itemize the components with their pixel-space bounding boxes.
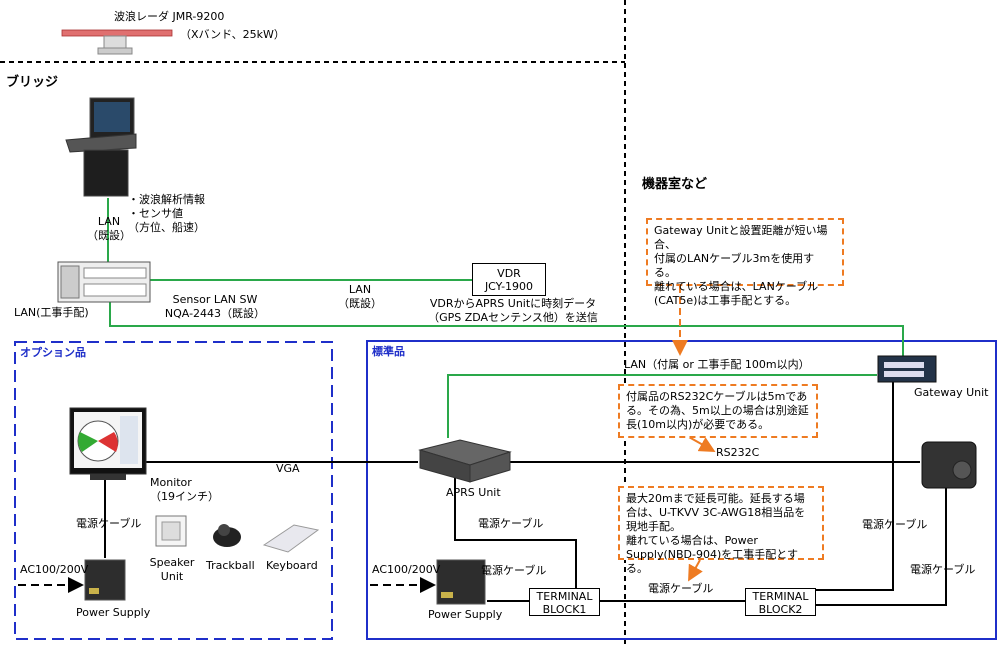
speaker-device <box>155 515 187 547</box>
zone-option: オプション品 <box>20 346 86 359</box>
vdr-box: VDR JCY-1900 <box>472 263 546 296</box>
option-ac-label: AC100/200V <box>20 563 89 576</box>
speaker-label: Speaker Unit <box>149 556 195 583</box>
standard-ps-label: Power Supply <box>428 608 503 621</box>
gateway-device <box>877 355 937 383</box>
aprs-power-cable-label: 電源ケーブル <box>478 517 544 530</box>
keyboard-label: Keyboard <box>266 559 318 572</box>
trackball-label: Trackball <box>206 559 255 572</box>
aprs-power-cable <box>454 478 577 589</box>
monitor-device <box>69 407 147 480</box>
tb2-gateway-cable <box>816 382 894 591</box>
tb-power-cable-label: 電源ケーブル <box>648 582 714 595</box>
rs232c-label: RS232C <box>716 446 760 459</box>
terminal-block-1: TERMINAL BLOCK1 <box>529 588 600 616</box>
zone-standard: 標準品 <box>372 345 405 358</box>
radar-spec: （Xバンド、25kW） <box>180 28 285 41</box>
trackball-device <box>213 524 241 547</box>
zone-machine-room: 機器室など <box>642 177 708 192</box>
console-info: ・波浪解析情報 ・センサ値 （方位、船速） <box>128 193 205 234</box>
standard-lan-label: LAN（付属 or 工事手配 100m以内） <box>624 358 810 371</box>
sensor-lan-switch <box>57 261 151 303</box>
option-power-supply <box>84 559 126 601</box>
vga-label: VGA <box>276 462 300 475</box>
lan-work-label: LAN(工事手配) <box>14 306 89 319</box>
lan-line-aprs-gateway <box>447 374 877 438</box>
aprs-unit-device <box>418 439 512 483</box>
sensor-box-device <box>921 441 977 489</box>
option-power-cable-label: 電源ケーブル <box>76 517 142 530</box>
power-note-arrow <box>688 559 703 582</box>
vdr-note: VDRからAPRS Unitに時刻データ （GPS ZDAセンテンス他）を送信 <box>428 297 598 324</box>
radar-antenna <box>61 29 173 55</box>
standard-power-supply <box>436 559 486 605</box>
monitor-label: Monitor （19インチ） <box>150 476 219 503</box>
terminal-block-2: TERMINAL BLOCK2 <box>745 588 816 616</box>
switch-name: Sensor LAN SW NQA-2443（既設） <box>164 293 266 320</box>
option-ps-label: Power Supply <box>76 606 151 619</box>
keyboard-device <box>262 524 320 553</box>
lan-vdr-label: LAN （既設） <box>338 283 382 310</box>
gateway-note: Gateway Unitと設置距離が短い場合、 付属のLANケーブル3mを使用す… <box>646 218 844 307</box>
gw-power-cable-label: 電源ケーブル <box>862 518 928 531</box>
radar-name: 波浪レーダ JMR-9200 <box>114 10 225 23</box>
ps-power-cable-label: 電源ケーブル <box>481 564 547 577</box>
gateway-label: Gateway Unit <box>914 386 989 399</box>
rs232-note: 付属品のRS232Cケーブルは5mであ る。その為、5m以上の場合は別途延 長(… <box>618 384 818 438</box>
sensor-power-cable-label: 電源ケーブル <box>910 563 976 576</box>
power-note: 最大20mまで延長可能。延長する場 合は、U-TKVV 3C-AWG18相当品を… <box>618 486 824 575</box>
bridge-console <box>65 97 137 197</box>
standard-ac-label: AC100/200V <box>372 563 441 576</box>
tb2-sensor-cable <box>816 488 947 606</box>
aprs-label: APRS Unit <box>446 486 501 499</box>
lan-line-switch-gateway <box>109 302 904 356</box>
lan-existing-label: LAN （既設） <box>87 215 131 242</box>
zone-bridge: ブリッジ <box>6 75 59 90</box>
